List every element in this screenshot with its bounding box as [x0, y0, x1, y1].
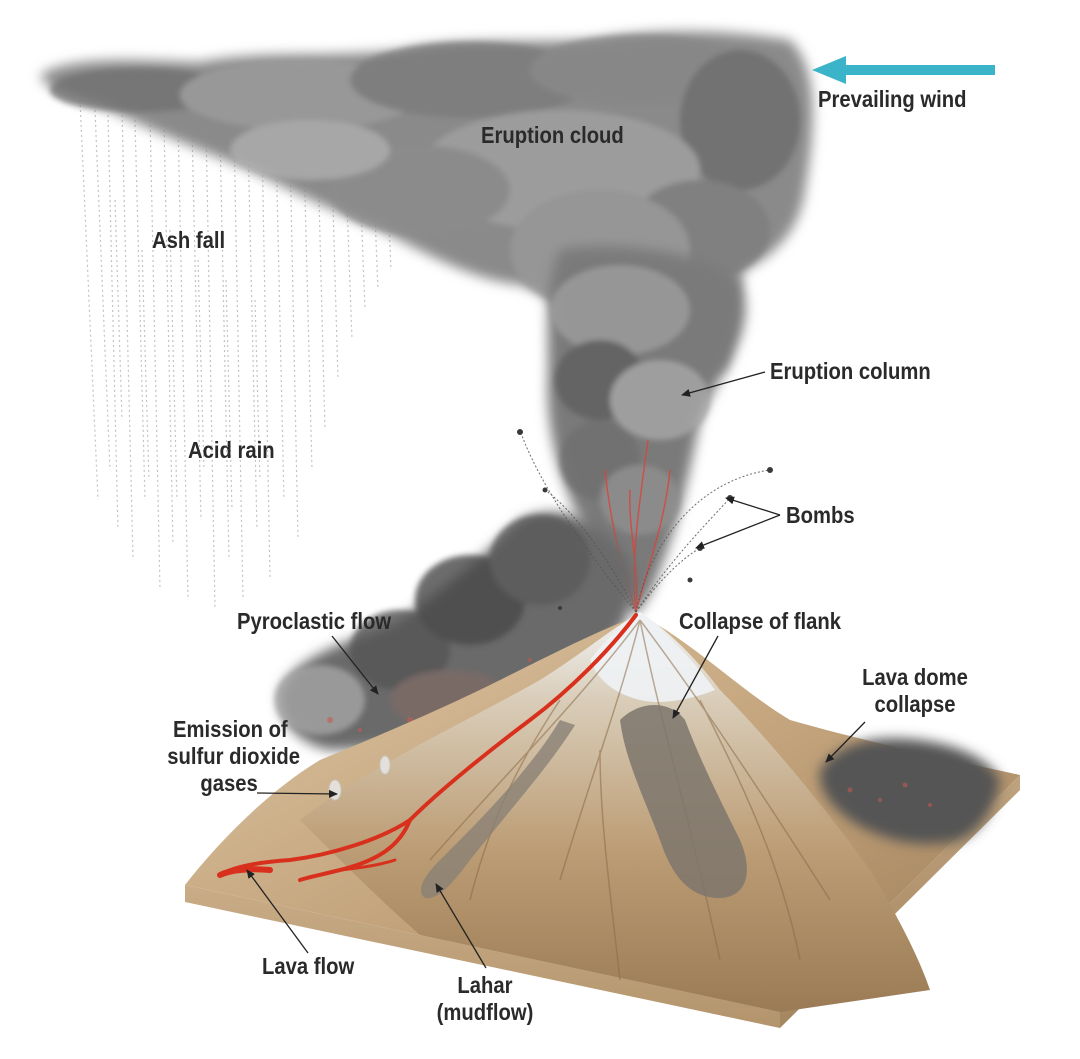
emission-label: Emission of sulfur dioxide gases — [106, 716, 300, 797]
eruption-column-shape — [547, 246, 746, 615]
lava-dome-collapse-line-1: Lava dome — [862, 664, 968, 690]
lava-flow-leader — [246, 869, 309, 954]
lava-dome-collapse-line-2: collapse — [874, 691, 956, 717]
collapse-of-flank-label: Collapse of flank — [679, 608, 841, 634]
lahar-leader — [435, 883, 487, 969]
bombs-leader-lower — [695, 514, 781, 549]
lahar-label: Lahar (mudflow) — [428, 972, 542, 1026]
eruption-column-label: Eruption column — [770, 358, 931, 384]
emission-line-2: sulfur dioxide — [167, 743, 300, 769]
lava-dome-collapse-leader — [825, 721, 866, 763]
emission-line-3: gases — [200, 770, 258, 796]
ash-fall-label: Ash fall — [152, 227, 226, 253]
prevailing-wind-label: Prevailing wind — [818, 86, 967, 112]
acid-rain-label: Acid rain — [188, 437, 275, 463]
lava-flow-streams — [217, 613, 638, 882]
bombs-label: Bombs — [786, 502, 855, 528]
lava-flow-label: Lava flow — [262, 953, 355, 979]
bomb-trajectories — [519, 429, 771, 613]
lava-dome-collapse-label: Lava dome collapse — [831, 664, 998, 718]
eruption-column-leader — [681, 371, 766, 397]
pyroclastic-flow-leader — [331, 635, 379, 695]
pyroclastic-flow-label: Pyroclastic flow — [237, 608, 392, 634]
lava-dome-cloud-shape — [819, 738, 1000, 844]
collapse-of-flank-leader — [672, 635, 719, 719]
prevailing-wind-arrow — [812, 56, 995, 84]
lahar-line-1: Lahar — [457, 972, 513, 998]
emission-line-1: Emission of — [172, 716, 288, 742]
bombs-leader-upper — [725, 496, 781, 516]
mountain-body — [300, 612, 930, 1012]
lahar-line-2: (mudflow) — [436, 999, 534, 1025]
eruption-cloud-label: Eruption cloud — [481, 122, 624, 148]
emission-leader — [256, 789, 338, 798]
